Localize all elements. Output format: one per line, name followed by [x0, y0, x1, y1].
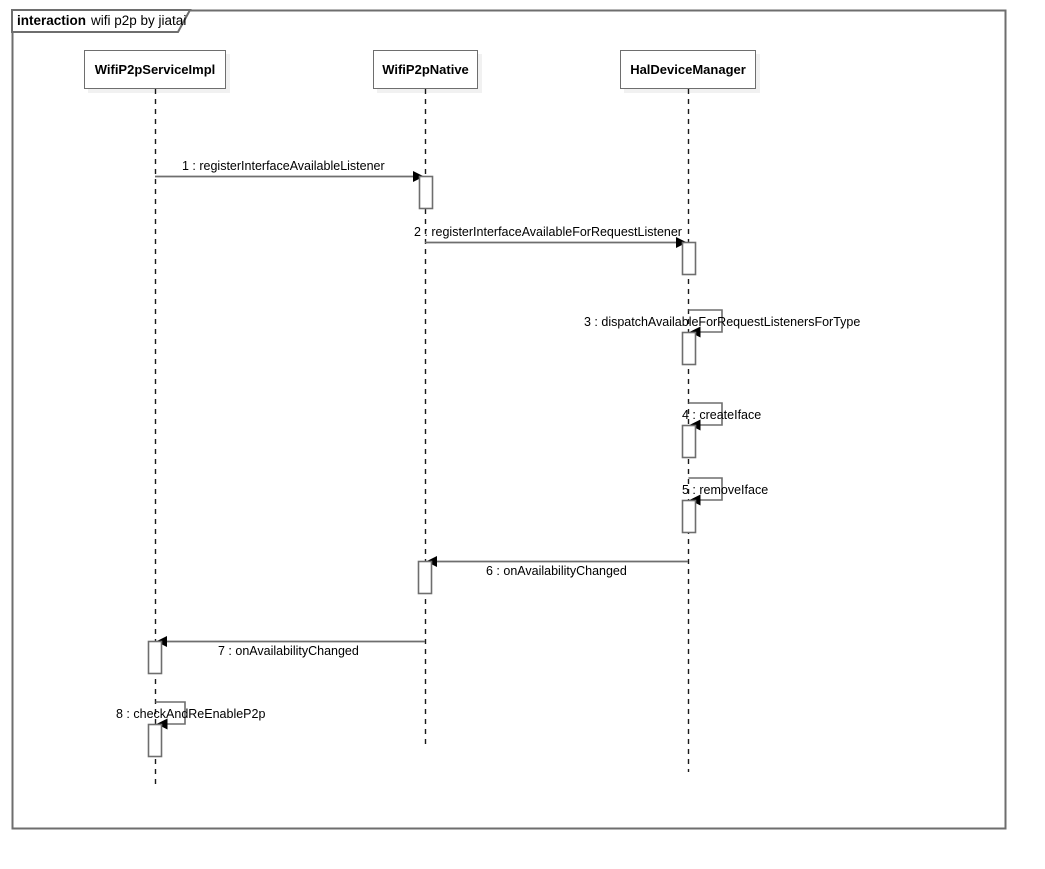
activation-bar-1 [418, 175, 434, 210]
interaction-frame-tab [11, 9, 192, 33]
message-label-3: 3 : dispatchAvailableForRequestListeners… [584, 315, 861, 329]
message-1 [155, 171, 424, 182]
lifeline-name-label: WifiP2pServiceImpl [94, 62, 216, 77]
activation-bar-3 [681, 331, 697, 366]
interaction-frame-border [11, 9, 1007, 830]
lifeline-name-label: HalDeviceManager [630, 62, 746, 77]
message-label-1: 1 : registerInterfaceAvailableListener [182, 159, 385, 173]
frame-name-label: wifi p2p by jiatai [91, 13, 187, 28]
message-label-2: 2 : registerInterfaceAvailableForRequest… [414, 225, 682, 239]
activation-bar-6 [417, 560, 433, 595]
message-line-8 [155, 701, 186, 725]
lifeline-header-nat[interactable]: WifiP2pNative [373, 50, 478, 89]
message-label-7: 7 : onAvailabilityChanged [218, 644, 359, 658]
frame-kind-label: interaction [17, 13, 87, 28]
message-label-5: 5 : removeIface [682, 483, 769, 497]
lifeline-header-hal[interactable]: HalDeviceManager [620, 50, 756, 89]
activation-bar-4 [681, 424, 697, 459]
message-line-5 [688, 477, 723, 501]
message-label-8: 8 : checkAndReEnableP2p [116, 707, 266, 721]
message-line-3 [688, 309, 723, 333]
lifeline-name-label: WifiP2pNative [382, 62, 469, 77]
message-line-4 [688, 402, 723, 426]
activation-bar-2 [681, 241, 697, 276]
activation-bar-7 [147, 640, 163, 675]
message-label-4: 4 : createIface [682, 408, 762, 422]
activation-bar-8 [147, 723, 163, 758]
message-label-6: 6 : onAvailabilityChanged [486, 564, 627, 578]
activation-bar-5 [681, 499, 697, 534]
message-arrowhead-1 [413, 171, 424, 182]
message-2 [425, 237, 687, 248]
lifeline-header-svc[interactable]: WifiP2pServiceImpl [84, 50, 226, 89]
message-arrowhead-2 [676, 237, 687, 248]
